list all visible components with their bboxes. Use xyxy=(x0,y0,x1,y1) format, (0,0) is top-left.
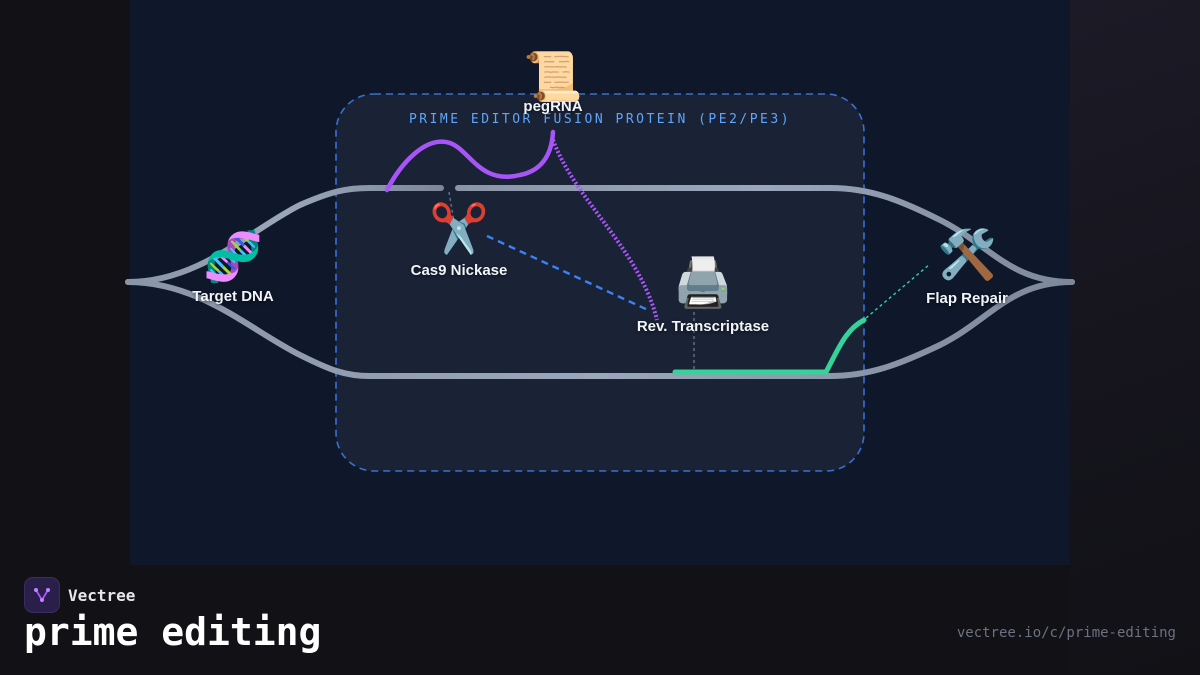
dna-strand-top-right xyxy=(455,185,1075,285)
node-flap-repair: 🛠️ Flap Repair xyxy=(926,229,1008,308)
brand-name: Vectree xyxy=(68,585,136,605)
vectree-logo-icon xyxy=(24,577,60,613)
printer-icon: 🖨️ xyxy=(673,257,733,310)
target-dna-label: Target DNA xyxy=(192,288,274,305)
node-pegrna: 📜 pegRNA xyxy=(523,51,583,116)
cas9-nickase-label: Cas9 Nickase xyxy=(410,262,508,279)
brand[interactable]: Vectree xyxy=(24,577,135,613)
page-title: prime editing xyxy=(24,610,322,654)
page-url[interactable]: vectree.io/c/prime-editing xyxy=(956,625,1176,641)
node-cas9-nickase: ✂️ Cas9 Nickase xyxy=(410,203,508,280)
cas9-nick-link xyxy=(448,191,455,223)
dna-strand-top-left xyxy=(125,185,444,285)
scissors-icon: ✂️ xyxy=(429,203,489,256)
background-shade xyxy=(1070,0,1200,675)
cas9-rt-link xyxy=(486,234,649,312)
node-target-dna: 🧬 Target DNA xyxy=(192,231,274,306)
dna-icon: 🧬 xyxy=(203,231,263,284)
reverse-transcriptase-label: Rev. Transcriptase xyxy=(636,318,770,335)
node-reverse-transcriptase: 🖨️ Rev. Transcriptase xyxy=(636,257,770,336)
pegrna-label: pegRNA xyxy=(523,98,583,115)
dna-strand-bottom xyxy=(125,279,1075,379)
scroll-icon: 📜 xyxy=(523,51,583,104)
fusion-protein-label: PRIME EDITOR FUSION PROTEIN (PE2/PE3) xyxy=(409,112,791,127)
flap-repair-link xyxy=(865,263,931,319)
new-dna-flap xyxy=(672,317,867,375)
flap-repair-label: Flap Repair xyxy=(926,290,1008,307)
pegrna-strand xyxy=(384,129,556,193)
tools-icon: 🛠️ xyxy=(937,229,997,282)
